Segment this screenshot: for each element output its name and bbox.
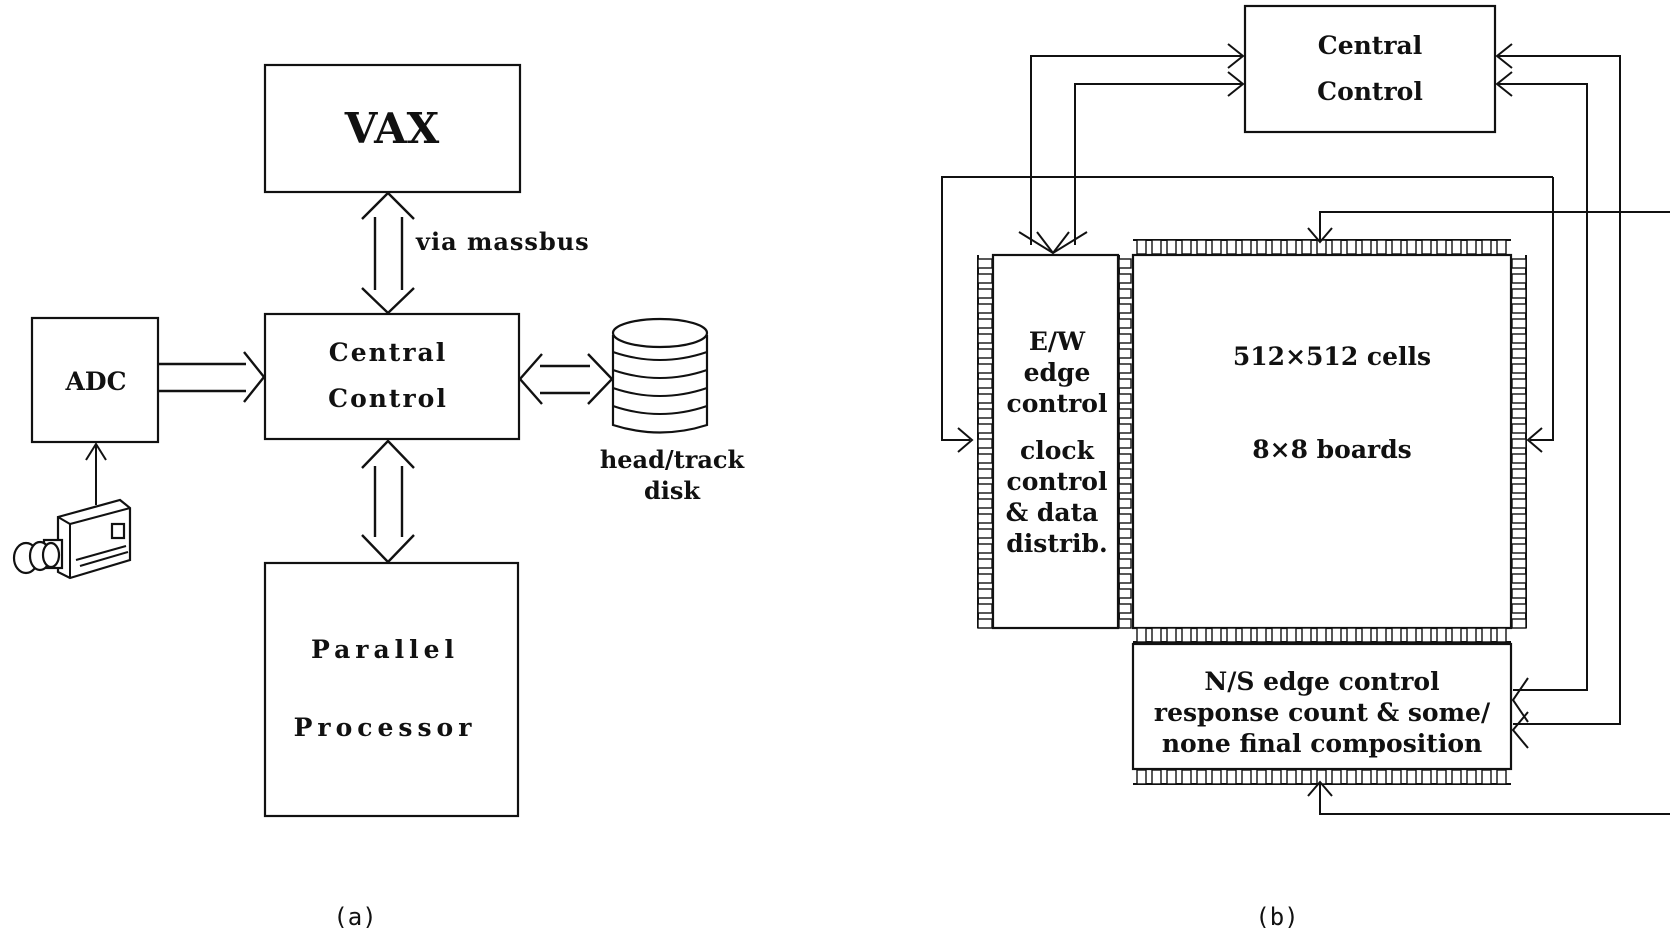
central-control-line1-b: Central [1318, 31, 1422, 60]
north-feed-line [1308, 212, 1670, 242]
ew-line3: control [1007, 389, 1108, 418]
disk-label-line2: disk [644, 476, 701, 505]
massbus-label: via massbus [415, 227, 590, 256]
ns-line3: none final composition [1162, 729, 1482, 758]
diagram-a: VAX Central Control ADC Parallel Process… [14, 65, 746, 931]
massbus-arrow [362, 193, 414, 313]
ew-line4: clock [1020, 436, 1095, 465]
diagram-b: Central Control E/W edge control clock c… [942, 6, 1670, 931]
processor-arrow [362, 441, 414, 562]
south-feed-line [1308, 782, 1670, 814]
vax-label: VAX [344, 104, 440, 153]
camera-icon [14, 500, 130, 578]
adc-label: ADC [65, 367, 127, 396]
parallel-processor-box [265, 563, 518, 816]
ns-line2: response count & some/ [1154, 698, 1491, 727]
central-control-box-a [265, 314, 519, 439]
central-control-line1-a: Central [329, 338, 447, 367]
array-boards-label: 8×8 boards [1252, 435, 1412, 464]
central-to-ew-lines [1019, 44, 1243, 253]
ns-line1: N/S edge control [1204, 667, 1439, 696]
ew-line1: E/W [1029, 327, 1086, 356]
ew-line7: distrib. [1006, 529, 1107, 558]
ew-line5: control [1007, 467, 1108, 496]
disk-label-line1: head/track [600, 445, 746, 474]
central-control-line2-a: Control [328, 384, 448, 413]
ew-line6: & data [1006, 498, 1099, 527]
processor-line2: Processor [294, 713, 477, 742]
array-cells-label: 512×512 cells [1233, 342, 1431, 371]
disk-icon [613, 319, 707, 433]
ew-line2: edge [1024, 358, 1091, 387]
processor-line1: Parallel [311, 635, 459, 664]
disk-arrow [520, 354, 612, 404]
central-control-box-b [1245, 6, 1495, 132]
caption-a: (a) [333, 903, 376, 931]
caption-b: (b) [1255, 903, 1298, 931]
central-control-line2-b: Control [1317, 77, 1423, 106]
camera-to-adc-arrow [86, 444, 106, 505]
adc-to-control-arrow [159, 352, 264, 402]
